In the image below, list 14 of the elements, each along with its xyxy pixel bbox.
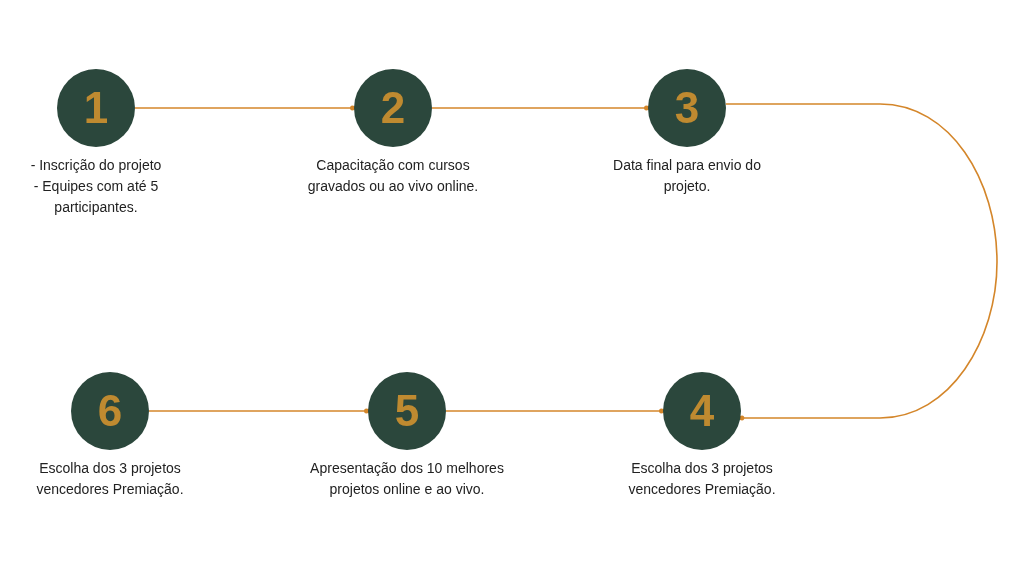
- step-number: 4: [689, 389, 715, 433]
- step-number: 1: [83, 86, 109, 130]
- step-description: Escolha dos 3 projetos vencedores Premiação.: [627, 459, 777, 499]
- step-description: Capacitação com cursos gravados ou ao vivo online.: [306, 156, 480, 196]
- step-number: 6: [97, 389, 123, 433]
- step-description: Data final para envio do projeto.: [612, 156, 762, 196]
- step-description: Escolha dos 3 projetos vencedores Premiação.: [35, 459, 185, 499]
- step-number: 3: [674, 86, 700, 130]
- step-description: Apresentação dos 10 melhores projetos online e ao vivo.: [309, 459, 505, 499]
- step-number: 2: [380, 86, 406, 130]
- step-description: - Inscrição do projeto: [30, 156, 162, 175]
- connector-line: [725, 103, 998, 421]
- step-description: - Equipes com até 5 participantes.: [32, 177, 160, 217]
- step-number: 5: [394, 389, 420, 433]
